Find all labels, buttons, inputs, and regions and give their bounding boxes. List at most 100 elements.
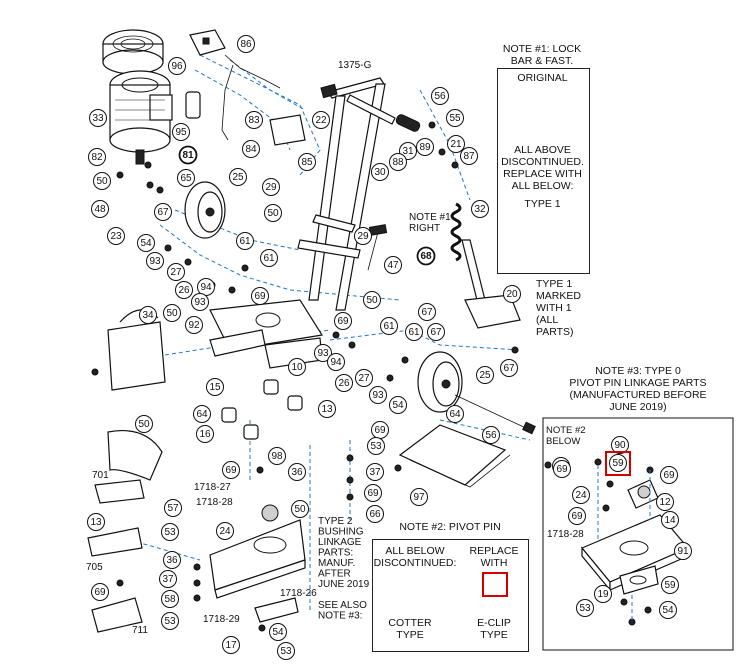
- svg-text:69: 69: [225, 465, 237, 476]
- svg-text:53: 53: [579, 603, 591, 614]
- callout-25: 25: [476, 366, 494, 384]
- svg-text:69: 69: [367, 488, 379, 499]
- svg-text:25: 25: [232, 172, 244, 183]
- svg-text:26: 26: [338, 378, 350, 389]
- svg-text:58: 58: [164, 594, 176, 605]
- svg-text:64: 64: [196, 409, 208, 420]
- axle-66: [454, 394, 536, 435]
- callout-69: 69: [568, 507, 586, 525]
- wheel-upper: [184, 181, 226, 239]
- callout-94: 94: [197, 278, 215, 296]
- callout-14: 14: [661, 511, 679, 529]
- isolator-mounts: [221, 379, 303, 440]
- spring-32: [450, 202, 462, 262]
- label-layer: 1375-G7017057111718-271718-281718-261718…: [86, 60, 584, 636]
- callout-25: 25: [229, 168, 247, 186]
- svg-text:69: 69: [254, 291, 266, 302]
- callout-65: 65: [177, 169, 195, 187]
- svg-text:98: 98: [271, 451, 283, 462]
- svg-text:54: 54: [392, 400, 404, 411]
- svg-text:61: 61: [263, 253, 275, 264]
- handle-frame: [297, 77, 421, 311]
- callout-61: 61: [260, 249, 278, 267]
- callout-50: 50: [135, 415, 153, 433]
- callout-54: 54: [137, 234, 155, 252]
- note1-original: ORIGINAL: [517, 72, 568, 84]
- svg-text:69: 69: [663, 470, 675, 481]
- callout-50: 50: [264, 204, 282, 222]
- callout-10: 10: [288, 358, 306, 376]
- callout-64: 64: [193, 405, 211, 423]
- svg-text:21: 21: [450, 139, 462, 150]
- callout-67: 67: [154, 203, 172, 221]
- callout-69: 69: [251, 287, 269, 305]
- switch-box: [189, 29, 226, 56]
- callout-23: 23: [107, 227, 125, 245]
- svg-text:69: 69: [556, 464, 568, 475]
- callout-92: 92: [185, 316, 203, 334]
- callout-12: 12: [656, 493, 674, 511]
- callout-67: 67: [418, 303, 436, 321]
- svg-text:24: 24: [575, 490, 587, 501]
- note2-title: NOTE #2: PIVOT PIN: [399, 521, 501, 533]
- svg-text:69: 69: [374, 425, 386, 436]
- label-l711: 711: [132, 625, 148, 636]
- callout-85: 85: [298, 153, 316, 171]
- callout-54: 54: [659, 601, 677, 619]
- callout-84: 84: [242, 140, 260, 158]
- svg-text:81: 81: [182, 150, 194, 161]
- note1-box: [497, 68, 590, 274]
- callout-53: 53: [277, 642, 295, 660]
- callout-29: 29: [354, 227, 372, 245]
- svg-text:13: 13: [321, 404, 333, 415]
- svg-text:56: 56: [485, 430, 497, 441]
- callout-59: 59: [609, 454, 627, 472]
- callout-13: 13: [318, 400, 336, 418]
- callout-69: 69: [553, 460, 571, 478]
- svg-text:65: 65: [180, 173, 192, 184]
- callout-54: 54: [269, 623, 287, 641]
- callout-86: 86: [237, 35, 255, 53]
- callout-24: 24: [572, 486, 590, 504]
- svg-text:95: 95: [175, 127, 187, 138]
- svg-text:67: 67: [430, 327, 442, 338]
- tray-11: [398, 424, 511, 488]
- svg-text:13: 13: [90, 517, 102, 528]
- callout-57: 57: [164, 499, 182, 517]
- motor-mount-plate: [209, 299, 323, 369]
- callout-33: 33: [89, 109, 107, 127]
- svg-text:53: 53: [370, 441, 382, 452]
- svg-text:67: 67: [421, 307, 433, 318]
- callout-90: 90: [611, 436, 629, 454]
- svg-text:50: 50: [366, 295, 378, 306]
- callout-67: 67: [427, 323, 445, 341]
- callout-53: 53: [161, 612, 179, 630]
- callout-36: 36: [288, 463, 306, 481]
- svg-text:23: 23: [110, 231, 122, 242]
- callout-81: 81: [178, 145, 198, 165]
- label-l1718-27: 1718-27: [194, 482, 231, 493]
- svg-text:53: 53: [280, 646, 292, 657]
- label-l1375: 1375-G: [338, 60, 372, 71]
- svg-text:67: 67: [157, 207, 169, 218]
- callout-55: 55: [446, 109, 464, 127]
- svg-text:92: 92: [188, 320, 200, 331]
- callout-94: 94: [327, 353, 345, 371]
- callout-87: 87: [460, 147, 478, 165]
- motor-fan-cover: [102, 29, 164, 75]
- svg-text:69: 69: [94, 587, 106, 598]
- svg-text:61: 61: [383, 321, 395, 332]
- callout-29: 29: [262, 178, 280, 196]
- svg-text:93: 93: [317, 348, 329, 359]
- svg-text:97: 97: [413, 492, 425, 503]
- svg-text:54: 54: [272, 627, 284, 638]
- callout-69: 69: [660, 466, 678, 484]
- svg-text:36: 36: [166, 555, 178, 566]
- svg-text:89: 89: [419, 142, 431, 153]
- svg-text:53: 53: [164, 527, 176, 538]
- svg-text:69: 69: [571, 511, 583, 522]
